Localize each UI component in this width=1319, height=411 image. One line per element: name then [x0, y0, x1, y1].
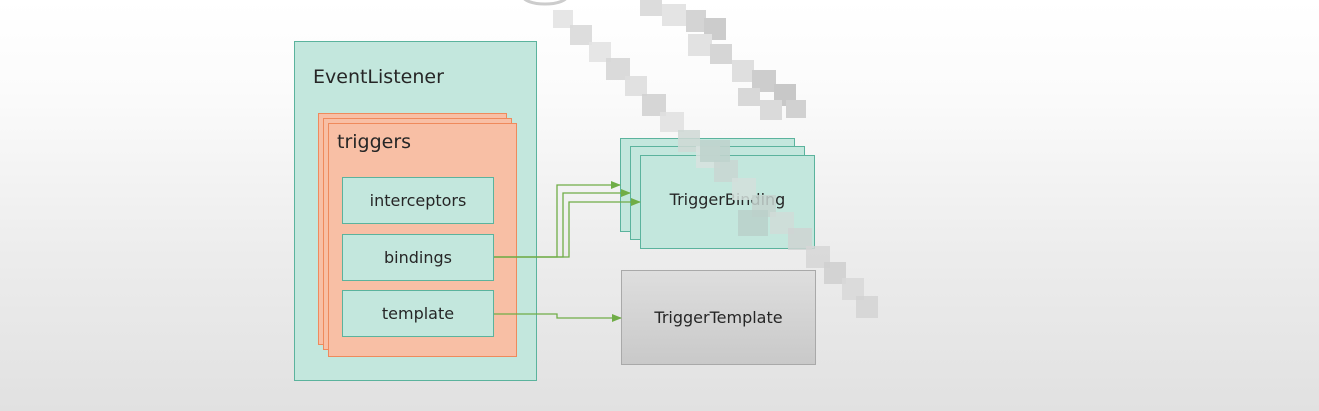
trigger-template-box: TriggerTemplate: [621, 270, 816, 365]
template-box: template: [342, 290, 494, 337]
binding-arrow-1: [494, 181, 621, 258]
binding-arrow-3: [494, 198, 641, 258]
bindings-box: bindings: [342, 234, 494, 281]
event-listener-title: EventListener: [313, 66, 444, 88]
triggers-title: triggers: [337, 131, 412, 153]
template-arrow: [494, 313, 622, 322]
interceptors-box: interceptors: [342, 177, 494, 224]
